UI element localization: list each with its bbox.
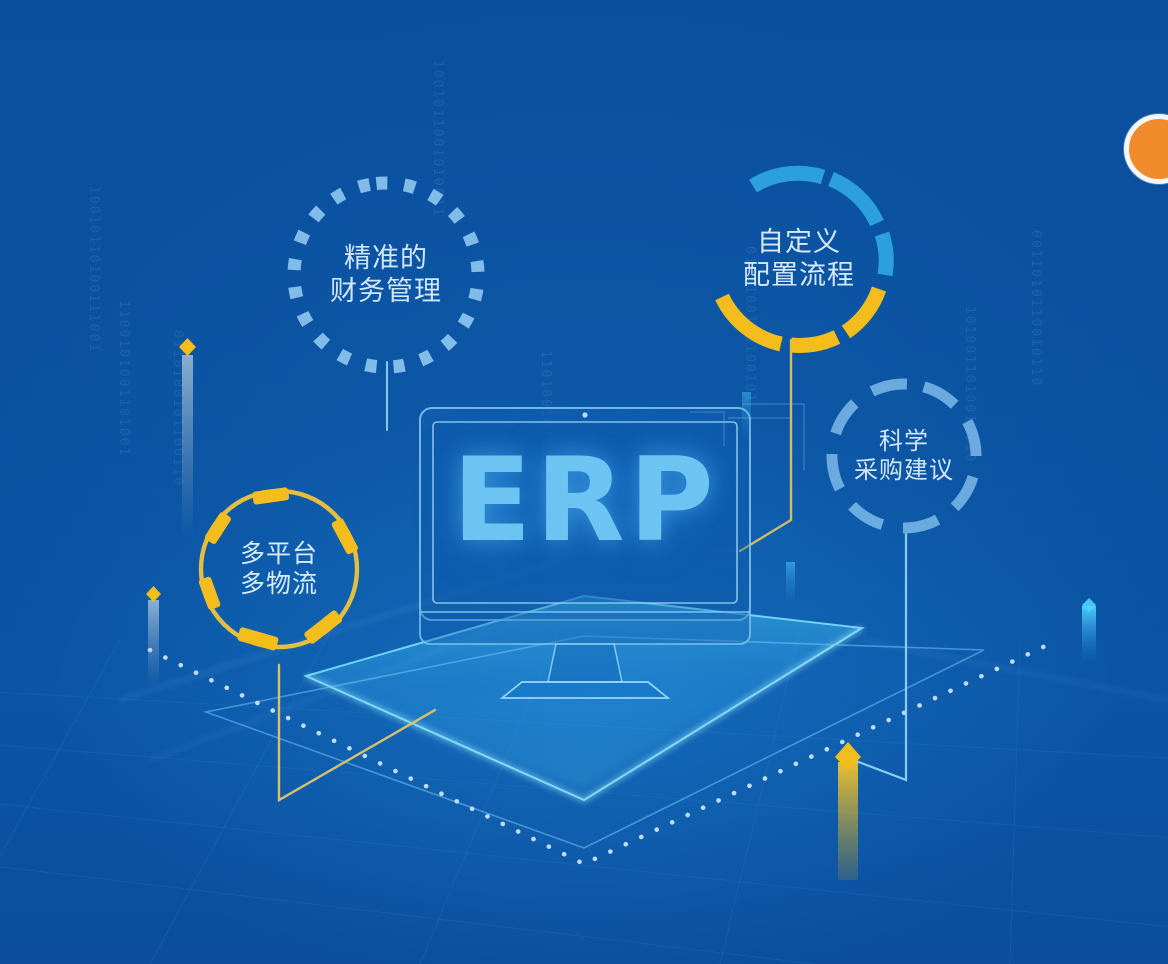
badge-finance-line-1: 精准的 — [344, 243, 428, 274]
badge-label-procurement: 科学 采购建议 — [826, 378, 982, 534]
camera-dot — [582, 412, 588, 418]
ring-finance — [287, 176, 485, 374]
background-binary-column: 10010110100111001 — [86, 186, 101, 354]
badge-procurement-line-2: 采购建议 — [854, 457, 954, 484]
connector-procurement — [846, 532, 908, 782]
pillar-upper-cyan — [742, 392, 751, 440]
wireframe-box-left — [690, 411, 725, 446]
background-binary-column: 1001011001010011 — [430, 60, 445, 218]
pillar-mid-cyan — [786, 562, 795, 606]
badge-config-line-1: 自定义 — [757, 227, 841, 258]
badge-platform-line-1: 多平台 — [239, 539, 318, 568]
corner-circle-badge — [1124, 114, 1168, 184]
background-binary-column: 1100101001101001 — [116, 300, 131, 458]
badge-label-multi-platform: 多平台 多物流 — [196, 486, 362, 652]
badge-platform-line-2: 多物流 — [239, 570, 318, 598]
wireframe-box — [728, 403, 805, 470]
badge-label-custom-config: 自定义 配置流程 — [706, 166, 892, 352]
pillar-center-yellow — [835, 742, 861, 880]
ring-custom-config — [715, 165, 894, 353]
connector-multi-platform — [277, 663, 437, 803]
badge-label-finance: 精准的 财务管理 — [286, 175, 486, 375]
screen-label-erp: ERP — [452, 432, 718, 568]
badge-config-line-2: 配置流程 — [743, 260, 855, 290]
badge-procurement-line-1: 科学 — [879, 427, 929, 455]
background-binary-column: 0011010110010110 — [1028, 230, 1043, 388]
monitor — [419, 407, 751, 699]
pillar-left-tall — [179, 338, 196, 535]
badge-finance-line-2: 财务管理 — [330, 276, 442, 306]
pillar-right-cyan — [1082, 598, 1096, 662]
connector-custom-config — [738, 338, 793, 553]
pillar-left-short — [146, 586, 161, 684]
background-binary-column: 0110100101100110 — [170, 330, 185, 488]
ring-multi-platform — [198, 487, 360, 651]
